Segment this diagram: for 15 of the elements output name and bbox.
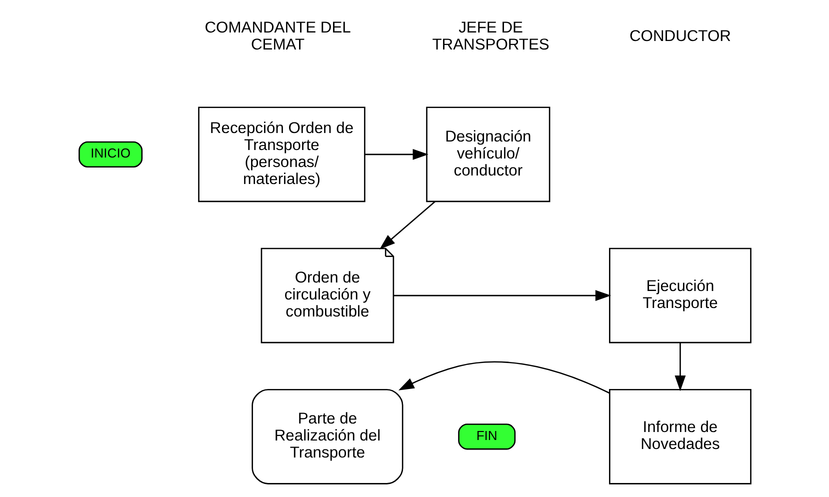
- arrow: [398, 361, 610, 394]
- arrow: [393, 290, 611, 302]
- node-box: FIN: [458, 424, 516, 450]
- label: JEFE DE TRANSPORTES: [432, 19, 549, 54]
- node-box: Ejecución Transporte: [608, 248, 751, 344]
- node-box: Designación vehículo/ conductor: [426, 106, 550, 202]
- label: COMANDANTE DEL CEMAT: [204, 19, 350, 54]
- node-box: Parte de Realización del Transporte: [251, 388, 403, 484]
- arrow: [364, 148, 428, 160]
- arrow: [674, 342, 686, 392]
- node-box: Recepción Orden de Transporte (personas/ materiales): [198, 106, 365, 202]
- label: CONDUCTOR: [628, 28, 730, 45]
- node-box: INICIO: [78, 141, 142, 168]
- node-box: Informe de Novedades: [608, 388, 751, 484]
- arrow: [379, 200, 436, 250]
